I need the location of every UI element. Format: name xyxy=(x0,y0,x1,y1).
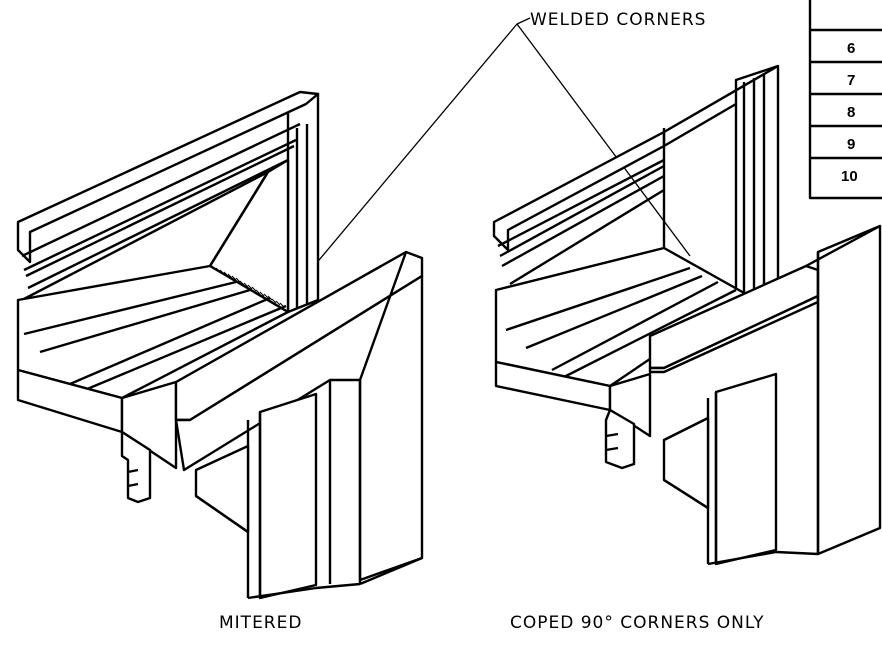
callout-label: WELDED CORNERS xyxy=(530,10,706,30)
welded-corners-callout: WELDED CORNERS xyxy=(282,10,706,304)
caption-mitered: MITERED xyxy=(219,613,302,633)
mitered-assembly xyxy=(16,90,424,600)
table-row-label: 9 xyxy=(847,136,855,153)
caption-coped: COPED 90° CORNERS ONLY xyxy=(510,613,765,633)
coped-assembly xyxy=(492,64,882,566)
leader-line-left xyxy=(282,23,518,304)
leader-line-right xyxy=(516,23,691,257)
table-row-label: 10 xyxy=(841,168,858,185)
table-row-label: 6 xyxy=(847,40,855,57)
table-row-label: 8 xyxy=(847,104,855,121)
table-row-label: 7 xyxy=(847,72,855,89)
reference-table: 6 7 8 9 10 xyxy=(808,0,882,200)
